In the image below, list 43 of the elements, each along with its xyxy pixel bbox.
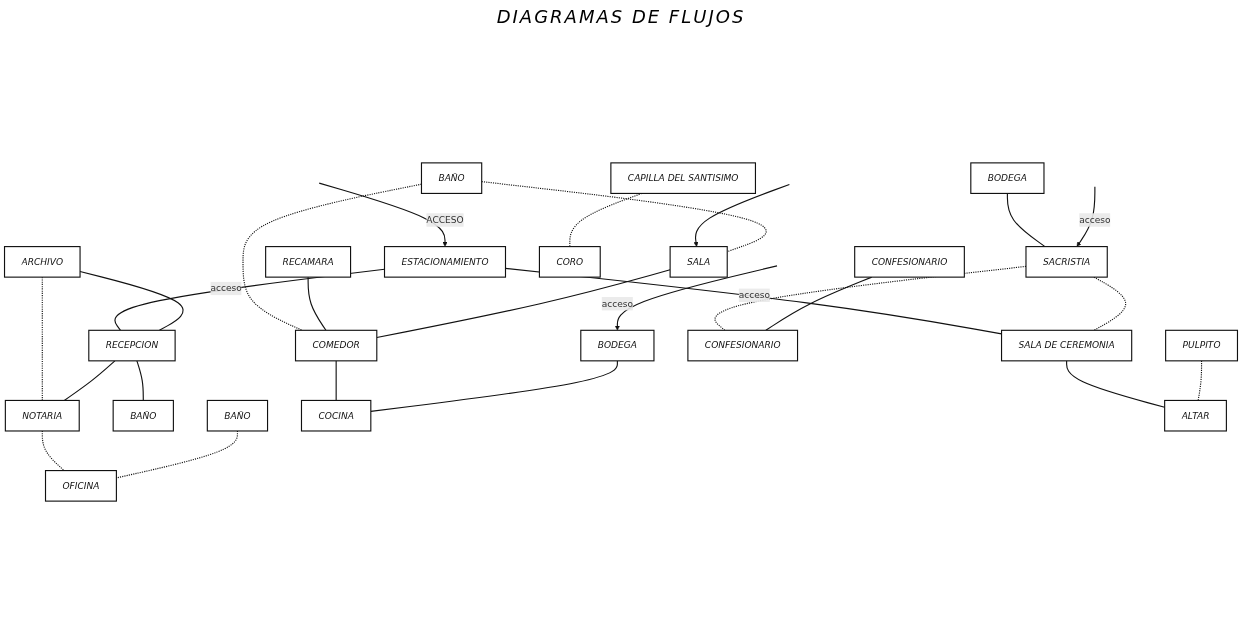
connector — [307, 276, 327, 331]
diagram-title: DIAGRAMAS DE FLUJOS — [495, 6, 747, 27]
node-box: RECEPCION — [88, 329, 176, 362]
node-box: SALA DE CEREMONIA — [1000, 329, 1133, 362]
node-box: ALTAR — [1164, 399, 1227, 432]
node-box: BAÑO — [420, 162, 483, 194]
node-box: ARCHIVO — [3, 246, 81, 278]
connector — [1093, 276, 1127, 331]
connector — [1006, 192, 1046, 248]
node-box: SACRISTIA — [1025, 246, 1108, 278]
node-box: BAÑO — [206, 399, 269, 432]
connector — [136, 360, 144, 401]
arrow — [318, 182, 448, 247]
connector — [481, 181, 767, 253]
node-box: BODEGA — [970, 162, 1045, 194]
connector — [41, 276, 43, 401]
connector — [41, 430, 65, 472]
node-box: BAÑO — [112, 399, 174, 432]
connector — [335, 360, 337, 401]
node-box: COMEDOR — [294, 329, 378, 362]
node-box: OFICINA — [44, 470, 117, 502]
node-box: CAPILLA DEL SANTISIMO — [610, 162, 756, 194]
connector — [376, 269, 671, 339]
arrow — [693, 183, 790, 247]
node-box: RECAMARA — [265, 246, 352, 278]
arrow — [614, 265, 778, 331]
node-box: PULPITO — [1165, 329, 1239, 362]
edge-label: acceso — [1079, 214, 1111, 226]
node-box: CONFESIONARIO — [687, 329, 799, 362]
node-box: CONFESIONARIO — [854, 246, 965, 278]
edge-label: acceso — [738, 289, 771, 301]
connector — [63, 360, 116, 401]
connector — [370, 360, 618, 412]
node-box: CORO — [538, 246, 601, 278]
edge-label: acceso — [601, 298, 634, 309]
edge-label: acceso — [210, 282, 242, 294]
node-box: COCINA — [300, 399, 372, 432]
node-box: BODEGA — [580, 329, 655, 362]
node-box: ESTACIONAMIENTO — [383, 246, 507, 278]
connector — [1197, 360, 1203, 401]
node-box: SALA — [669, 246, 728, 278]
node-box: NOTARIA — [4, 399, 80, 432]
edge-label: ACCESO — [426, 214, 464, 226]
